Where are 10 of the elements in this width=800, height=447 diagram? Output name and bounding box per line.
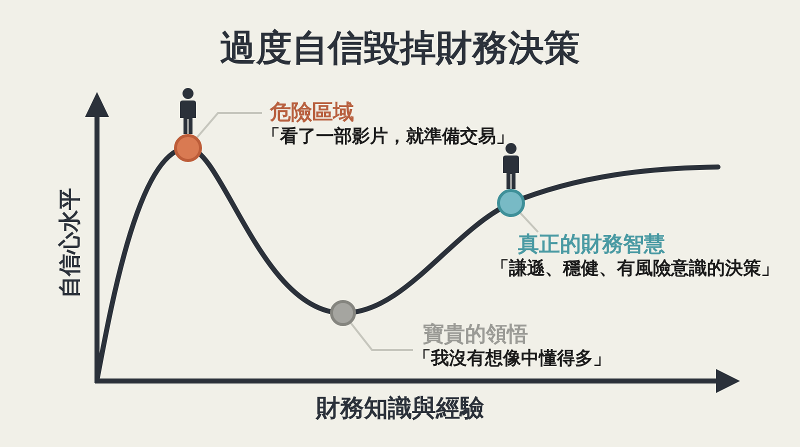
callout-heading: 危險區域	[270, 100, 354, 125]
callout-heading: 寶貴的領悟	[423, 322, 528, 347]
x-axis-label: 財務知識與經驗	[316, 394, 484, 424]
quote-text: 「我沒有想像中懂得多」	[413, 347, 611, 370]
y-axis-label: 自信心水平	[57, 188, 83, 298]
diagram-title: 過度自信毀掉財務決策	[220, 26, 580, 70]
callout-heading: 真正的財務智慧	[518, 232, 665, 257]
quote-text: 「謙遜、穩健、有風險意識的決策」	[491, 257, 779, 280]
leader-line	[520, 212, 539, 233]
quote-text: 「看了一部影片，就準備交易」	[262, 125, 514, 148]
